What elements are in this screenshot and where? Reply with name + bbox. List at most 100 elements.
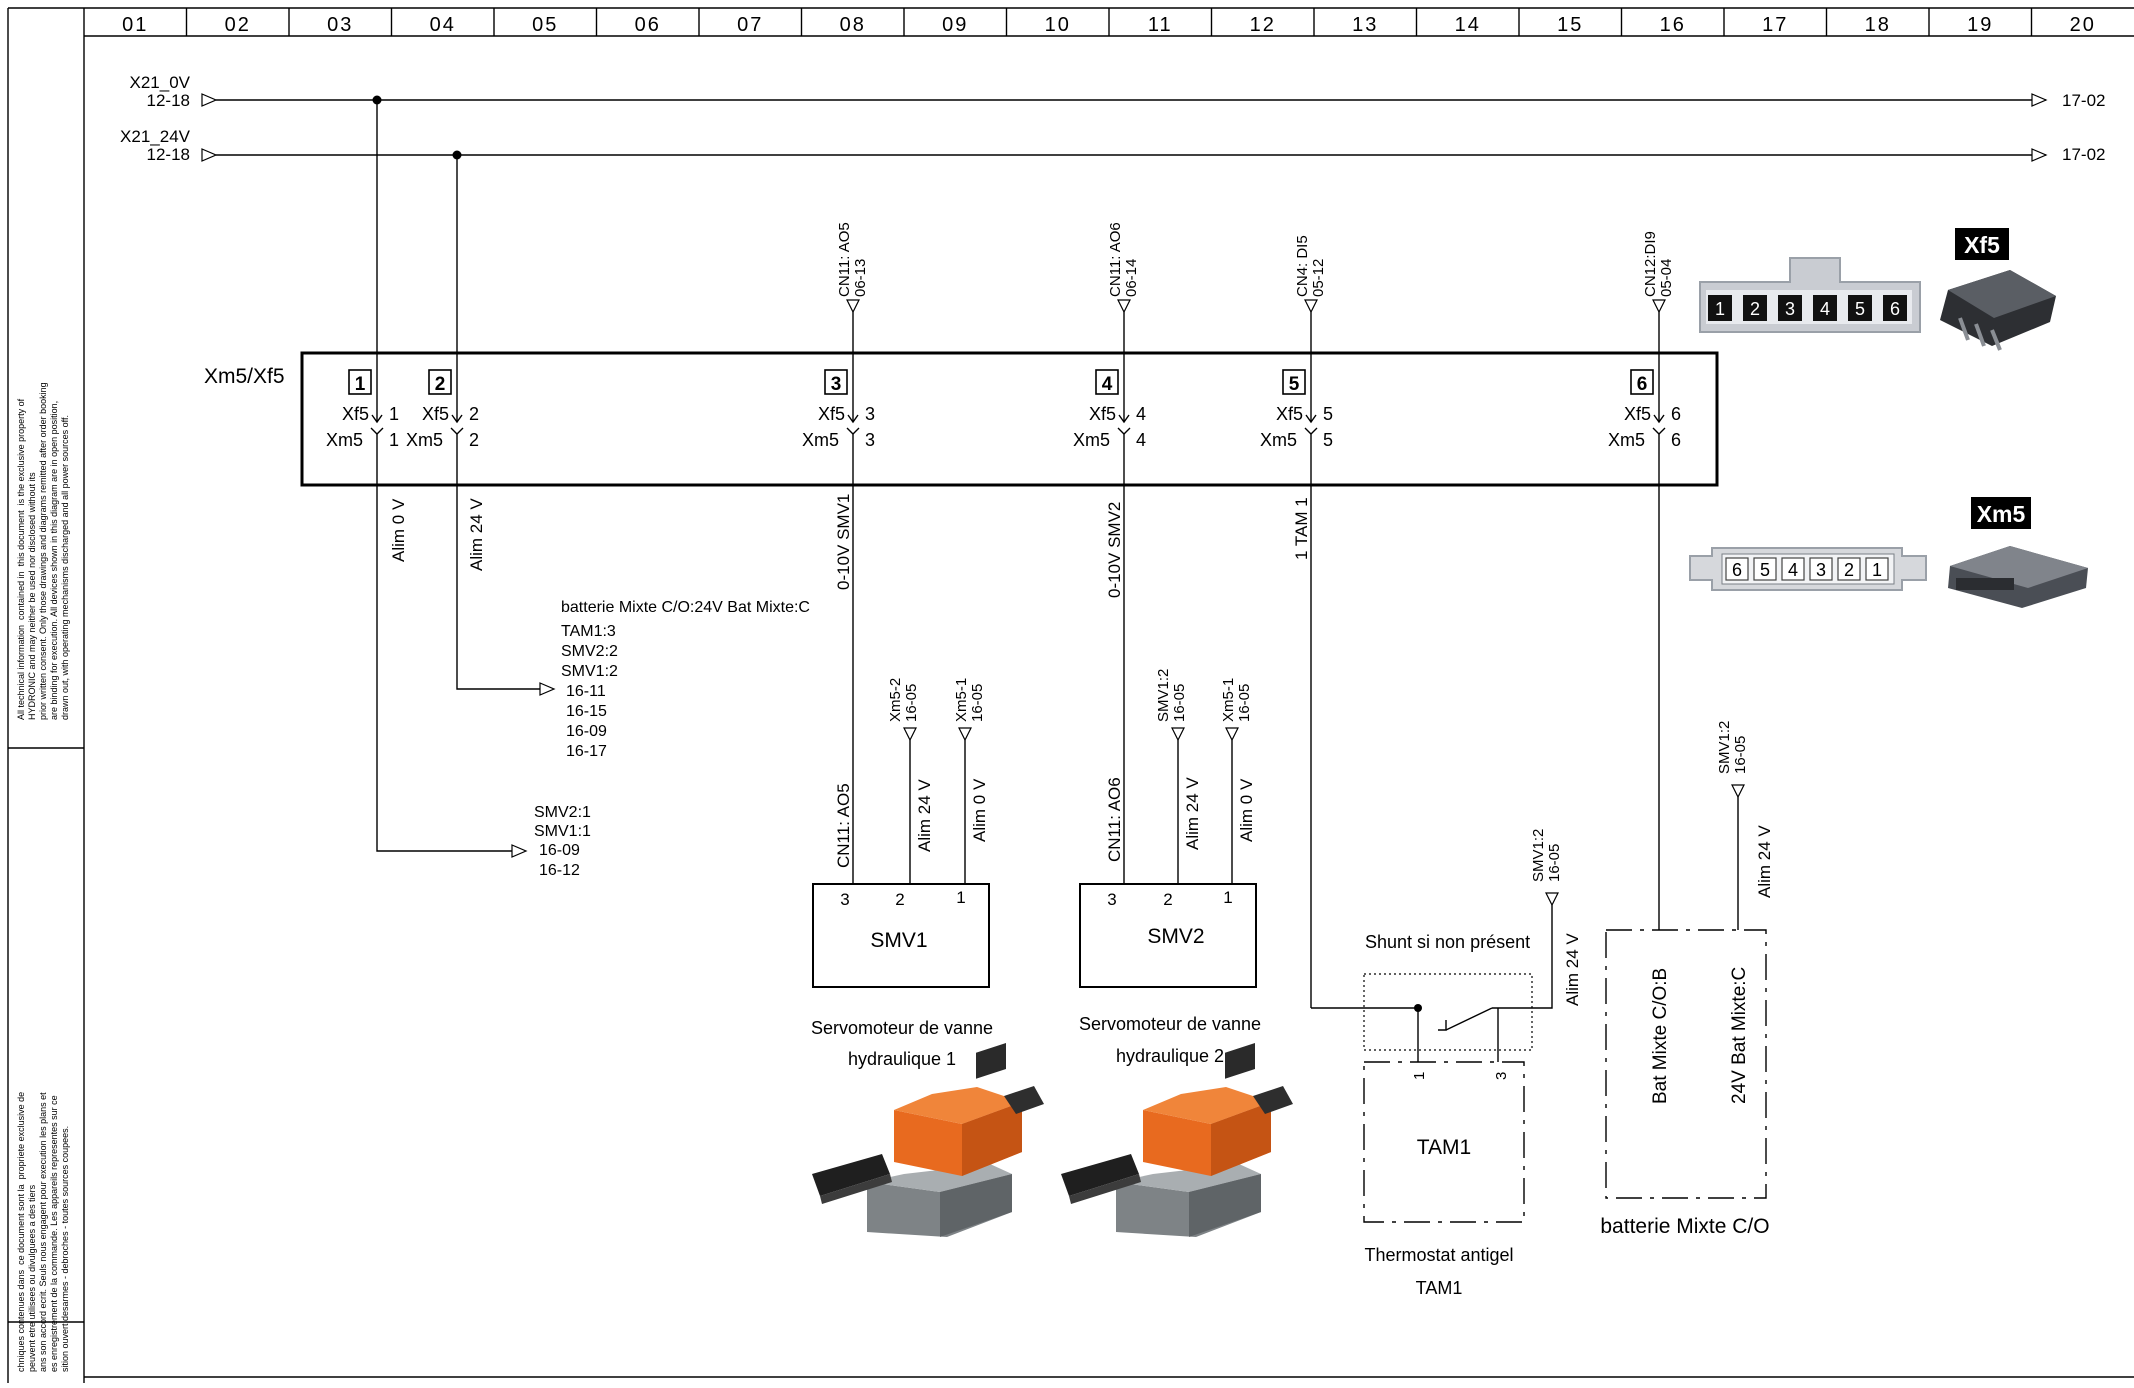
xm5-pin-slot <box>1725 557 1749 581</box>
pin-source-ref: 05-04 <box>1658 259 1675 297</box>
column-number: 10 <box>1045 14 1071 36</box>
smv2-pin: 3 <box>1107 890 1116 909</box>
battery-ref-label: SMV1:2 <box>1716 721 1733 774</box>
smv1-ref-0v-label: Xm5-1 <box>953 678 970 722</box>
tam1-ref-ref: 16-05 <box>1546 844 1563 882</box>
battery-wire: Alim 24 V <box>1755 825 1774 898</box>
actuator-image <box>1061 1042 1293 1237</box>
xm-pin: 6 <box>1671 430 1681 450</box>
xf-prefix: Xf5 <box>1089 404 1116 424</box>
smv2-pin: 2 <box>1163 890 1172 909</box>
xm-prefix: Xm5 <box>406 430 443 450</box>
tam1-caption: Thermostat antigel <box>1364 1245 1513 1265</box>
smv1-ref-24v-label: Xm5-2 <box>887 678 904 722</box>
pin-number-box <box>824 369 848 395</box>
column-number: 01 <box>122 14 148 36</box>
smv1-caption: hydraulique 1 <box>848 1049 956 1069</box>
xf-prefix: Xf5 <box>342 404 369 424</box>
xm-pin: 4 <box>1136 430 1146 450</box>
tam1-box <box>1363 1061 1525 1223</box>
xf5-pin-number: 5 <box>1855 299 1865 319</box>
tam1-wire: Alim 24 V <box>1563 933 1582 1006</box>
smv1-wire-ao: CN11: AO5 <box>834 783 853 868</box>
pin-source-ref: 05-12 <box>1310 259 1327 297</box>
pin-source-label: CN11: AO5 <box>836 222 853 297</box>
smv2-group: 0-10V SMV2 CN11: AO6 Alim 24 V Alim 0 V … <box>1079 485 1261 1066</box>
wire-label: 1 TAM 1 <box>1292 497 1311 560</box>
xf-pin: 2 <box>469 404 479 424</box>
rail-24v-in-arrow <box>201 148 218 162</box>
xf-prefix: Xf5 <box>818 404 845 424</box>
rail-24v-out-arrow <box>2031 148 2048 162</box>
pin-source-label: CN11: AO6 <box>1107 222 1124 297</box>
xref-24v-line: 16-11 <box>566 683 606 700</box>
xf-pin: 6 <box>1671 404 1681 424</box>
column-number: 17 <box>1762 14 1788 36</box>
xf-prefix: Xf5 <box>422 404 449 424</box>
pin-number: 5 <box>1289 374 1300 395</box>
smv2-pin: 1 <box>1223 888 1232 907</box>
tam1-name: TAM1 <box>1417 1136 1471 1159</box>
tam1-group: 1 TAM 1 SMV1:2 16-05 Alim 24 V Shunt si … <box>1292 485 1582 1298</box>
xref-24v-line: 16-15 <box>566 703 607 720</box>
xref-wires <box>376 485 540 852</box>
xref-0v-arrow <box>511 844 528 858</box>
column-number: 08 <box>840 14 866 36</box>
pin-number-box <box>1095 369 1119 395</box>
xf5-pin-number: 6 <box>1890 299 1900 319</box>
xf5-pin-square <box>1848 295 1872 321</box>
xf5-pin-number: 3 <box>1785 299 1795 319</box>
rail-24v: X21_24V 12-18 17-02 <box>120 127 2105 164</box>
rail-24v-out-ref: 17-02 <box>2062 145 2105 164</box>
xm5-pin-slot <box>1781 557 1805 581</box>
wire-label: 0-10V SMV1 <box>834 494 853 590</box>
pin-number-box <box>428 369 452 395</box>
shunt-box <box>1363 973 1533 1051</box>
column-number: 07 <box>737 14 763 36</box>
xm5-pin-number: 2 <box>1844 560 1854 580</box>
xm5-pin-number: 1 <box>1872 560 1882 580</box>
smv2-caption: hydraulique 2 <box>1116 1046 1224 1066</box>
xref-24v-line: SMV2:2 <box>561 643 618 660</box>
xref-0v-line: 16-12 <box>539 862 580 879</box>
column-number: 09 <box>942 14 968 36</box>
pin-number-box <box>1282 369 1306 395</box>
xf-pin: 4 <box>1136 404 1146 424</box>
xref-24v-title: batterie Mixte C/O:24V Bat Mixte:C <box>561 599 810 616</box>
column-number: 13 <box>1352 14 1378 36</box>
smv2-wire-24v: Alim 24 V <box>1183 777 1202 850</box>
xm5-pin-number: 5 <box>1760 560 1770 580</box>
xref-24v-line: 16-09 <box>566 723 607 740</box>
xm5-pin-slot <box>1753 557 1777 581</box>
smv1-name: SMV1 <box>870 929 927 952</box>
tam1-pin: 1 <box>1411 1072 1428 1080</box>
xref-24v-line: 16-17 <box>566 743 607 760</box>
smv1-caption: Servomoteur de vanne <box>811 1018 993 1038</box>
rail-0v-in-arrow <box>201 93 218 107</box>
xref-0v-line: SMV2:1 <box>534 804 591 821</box>
column-number: 04 <box>430 14 456 36</box>
rail-0v-name: X21_0V <box>130 73 191 92</box>
column-number: 15 <box>1557 14 1583 36</box>
column-number: 16 <box>1660 14 1686 36</box>
column-number: 05 <box>532 14 558 36</box>
xref-24v-line: TAM1:3 <box>561 623 616 640</box>
wire-label: Alim 0 V <box>389 498 408 562</box>
smv1-pin: 2 <box>895 890 904 909</box>
tam1-ref-label: SMV1:2 <box>1530 829 1547 882</box>
xf-prefix: Xf5 <box>1624 404 1651 424</box>
rail-24v-ref: 12-18 <box>147 145 190 164</box>
xref-0v-line: 16-09 <box>539 842 580 859</box>
xm5-pin-slot <box>1809 557 1833 581</box>
column-number: 11 <box>1148 14 1173 36</box>
column-number: 18 <box>1865 14 1891 36</box>
xm5-pin-number: 4 <box>1788 560 1798 580</box>
smv1-wire-24v: Alim 24 V <box>915 779 934 852</box>
disclaimer-fr: chniques contenues dans ce document sont… <box>16 1091 70 1372</box>
xf5-pin-square <box>1883 295 1907 321</box>
sheet-frame <box>7 7 2134 1383</box>
